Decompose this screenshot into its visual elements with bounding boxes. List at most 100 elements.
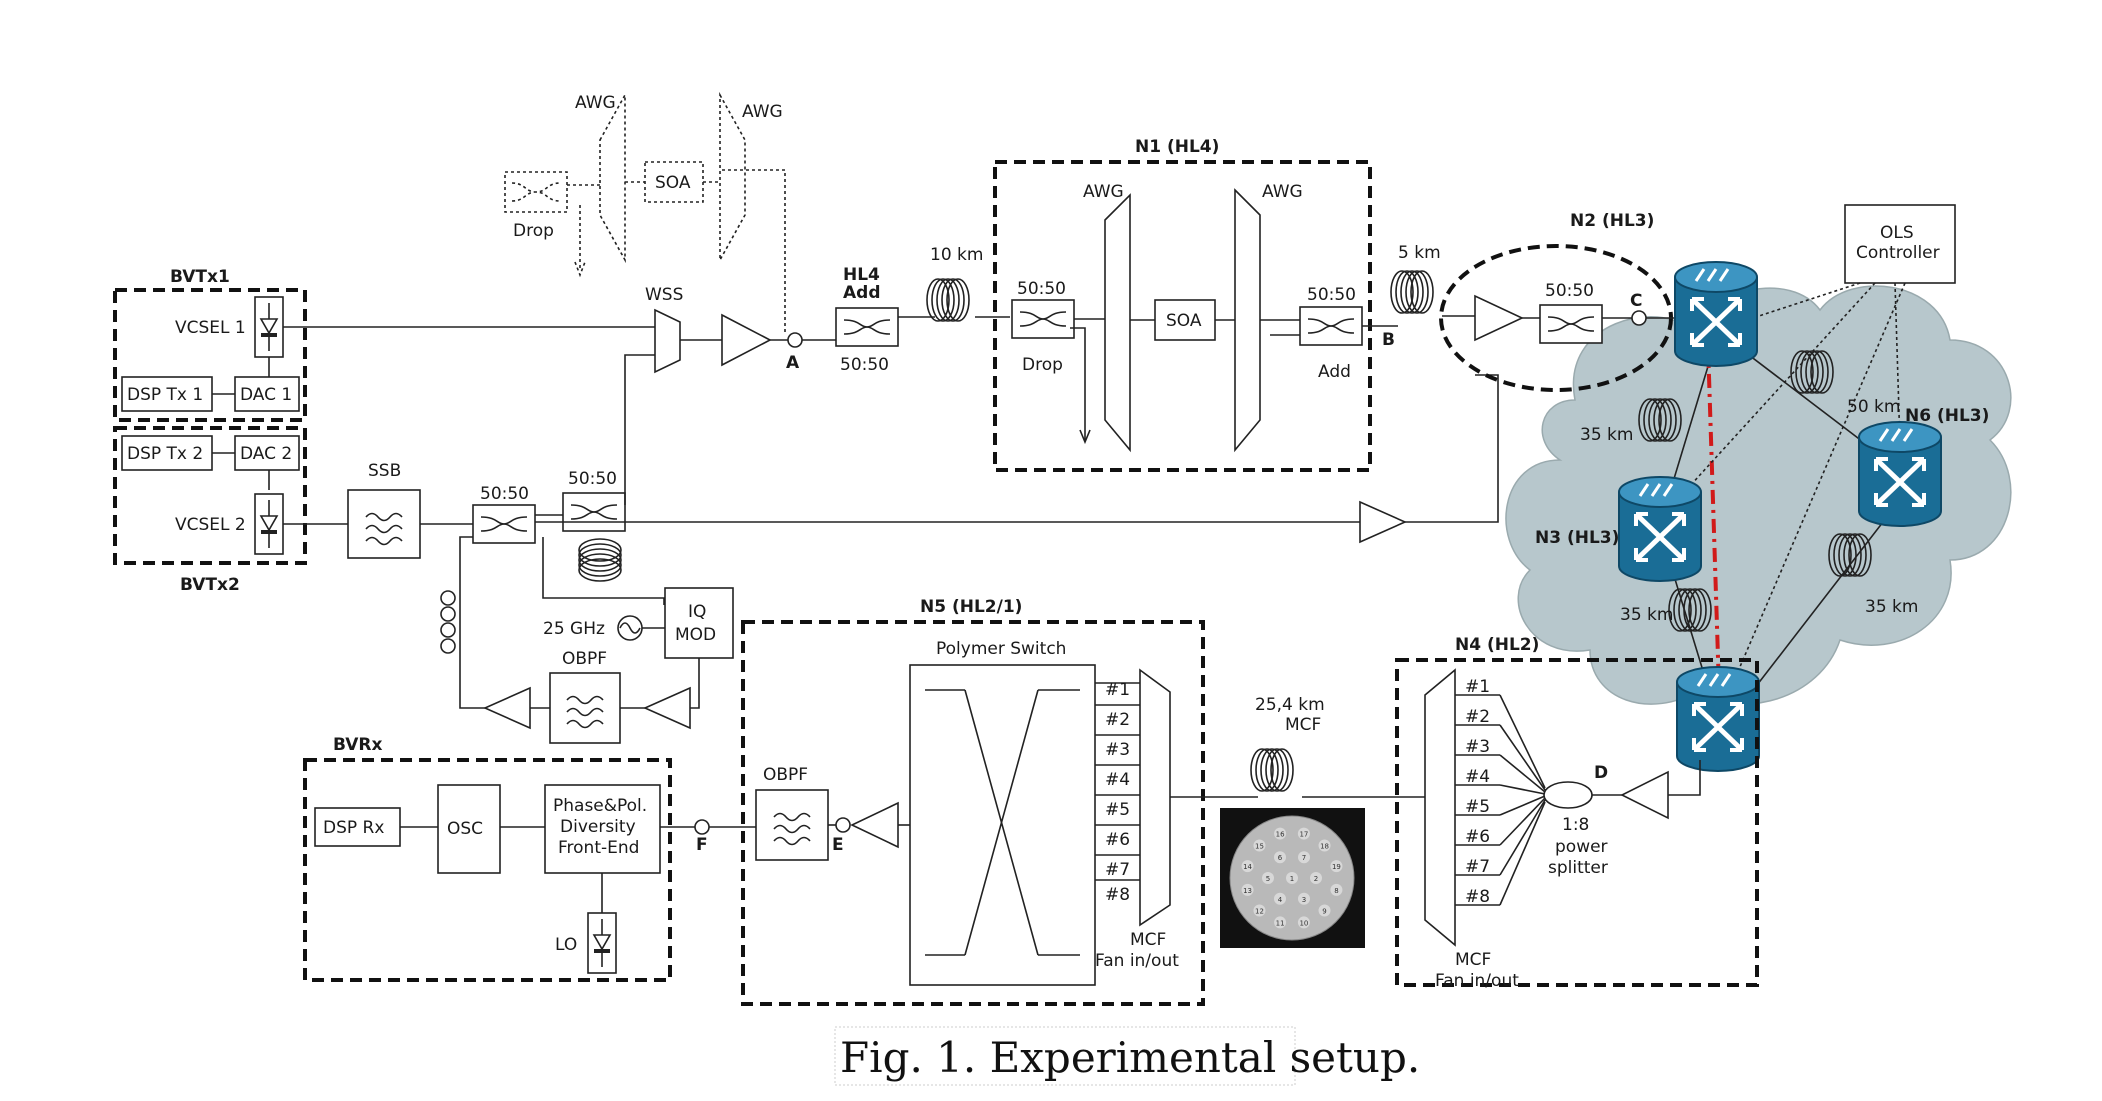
n1-title: N1 (HL4) [1135,137,1219,157]
n4-title: N4 (HL2) [1455,635,1539,655]
n5-port-8: #8 [1105,885,1130,905]
ols-controller-box [1844,204,1956,284]
drop-optional-label: Drop [513,221,554,241]
amplifier-loop-icon [483,686,531,730]
mcf-core-label: 1 [1290,875,1294,883]
front-end-line1: Phase&Pol. [553,796,647,816]
dac1-label: DAC 1 [240,385,292,405]
awg-optional-right [719,91,746,264]
dsp-rx-label: DSP Rx [323,818,384,838]
n5-mcf-fan [1139,668,1171,927]
polymer-switch-label: Polymer Switch [936,639,1066,659]
osc-box [437,784,501,874]
point-b-label: B [1382,330,1395,350]
ols-label: OLS [1880,223,1914,243]
amplifier-rx-icon [850,801,899,849]
ssb-label: SSB [368,461,401,481]
caption-frame [834,1026,1296,1086]
mcf-core [1330,860,1343,873]
n4-fan-line2: Fan in/out [1435,971,1519,991]
bvtx1-box [113,288,307,422]
mcf-core-label: 19 [1332,863,1341,871]
mcf-core [1298,892,1310,905]
n1-awg-right [1234,188,1261,453]
mcf-core [1274,892,1286,905]
n5-port-4: #4 [1105,770,1130,790]
figure-caption: Fig. 1. Experimental setup. [840,1033,1420,1082]
n4-port-8: #8 [1465,887,1490,907]
network-cloud [1505,285,2012,705]
mcf-core-label: 2 [1314,875,1318,883]
mcf-core [1330,883,1343,896]
point-e-label: E [832,835,844,855]
amplifier-iq-icon [643,686,691,730]
n4-port-5: #5 [1465,797,1490,817]
n4-port-3: #3 [1465,737,1490,757]
mcf-core [1298,851,1310,864]
ssb-filter [347,489,421,559]
n3-title: N3 (HL3) [1535,528,1619,548]
front-end-box [544,784,661,874]
mod-label: MOD [675,625,716,645]
n4-port-2: #2 [1465,707,1490,727]
n5-port-list: #1 #2 #3 #4 #5 #6 #7 #8 [1095,680,1140,905]
n4-port-4: #4 [1465,767,1490,787]
obpf-loop-label: OBPF [562,649,607,669]
mcf-core [1318,839,1331,852]
fiber-35km-a-label: 35 km [1580,425,1633,445]
hl4-add-label: Add [843,283,881,303]
n4-port-6: #6 [1465,827,1490,847]
bvtx2-box [113,426,307,565]
mcf-core-label: 6 [1278,854,1283,862]
mcf-core [1262,872,1274,884]
point-f [694,819,710,835]
n6-title: N6 (HL3) [1905,406,1989,426]
n5-port-3: #3 [1105,740,1130,760]
n1-drop-label: Drop [1022,355,1063,375]
n5-title: N5 (HL2/1) [920,597,1022,617]
ols-controller-label: Controller [1856,243,1940,263]
awg-optional-left-label: AWG [575,93,616,113]
drop-optional-coupler [504,171,568,213]
bvrx-box [303,758,672,982]
n5-port-7: #7 [1105,860,1130,880]
router-n3 [1619,477,1701,581]
fiber-35km-b-label: 35 km [1620,605,1673,625]
mcf-core-label: 5 [1266,875,1270,883]
dsp-tx2-box [121,435,213,471]
obpf-loop-filter [549,672,621,744]
mcf-core [1286,872,1298,884]
awg-optional-left [599,91,626,264]
n2-coupler-label: 50:50 [1545,281,1594,301]
n5-box [741,620,1205,1006]
n1-awg-left-label: AWG [1083,182,1124,202]
n4-port-7: #7 [1465,857,1490,877]
mcf-core [1253,839,1266,852]
mcf-core-label: 9 [1322,908,1326,916]
n4-fan-line1: MCF [1455,950,1491,970]
n5-port-1: #1 [1105,680,1130,700]
splitter-line1: power [1555,837,1608,857]
dsp-rx-box [314,807,401,847]
splitter-line2: splitter [1548,858,1608,878]
front-end-line2: Diversity [560,817,636,837]
amplifier-a-icon [721,313,772,367]
coupler-wss-label: 50:50 [568,469,617,489]
iq-label: IQ [688,602,706,622]
n4-port-1: #1 [1465,677,1490,697]
mcf-core [1310,872,1322,884]
mcf-core-label: 15 [1255,842,1264,850]
n5-port-5: #5 [1105,800,1130,820]
point-e [835,817,851,833]
lightpath-red [1706,344,1722,721]
n5-fan-line1: MCF [1130,930,1166,950]
point-f-label: F [696,835,708,855]
router-n6 [1859,422,1941,526]
n1-soa-label: SOA [1166,311,1202,331]
mcf-core [1253,904,1266,917]
obpf-rx-label: OBPF [763,765,808,785]
mcf-core [1241,883,1254,896]
iq-mod-box [664,587,734,659]
bvrx-title: BVRx [333,735,383,755]
router-n4 [1677,667,1759,771]
